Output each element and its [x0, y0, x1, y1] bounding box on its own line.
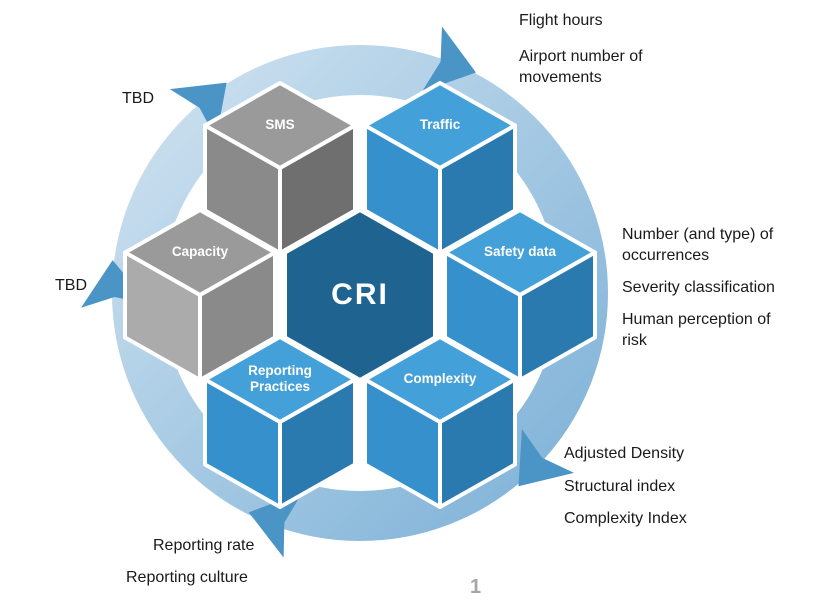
cube-capacity [123, 208, 277, 382]
ring-arrowhead-top [422, 26, 476, 92]
note-tbd-top: TBD [122, 90, 154, 107]
note-severity: Severity classification [622, 279, 775, 296]
cube-reporting-practices [203, 335, 357, 509]
note-human-perception: Human perception of risk [622, 311, 771, 350]
cube-capacity-right-face [198, 250, 277, 382]
page-number: 1 [470, 576, 482, 598]
note-adjusted-density: Adjusted Density [564, 445, 685, 462]
note-flight-hours: Flight hours [519, 12, 603, 29]
ring-arrowhead-bottom-left [248, 492, 303, 558]
cube-complexity [363, 335, 517, 509]
center-hexagon [283, 208, 437, 382]
center-hexagon-label: CRI [331, 278, 389, 311]
ring-arrowhead-bottom-right [518, 429, 575, 487]
note-complexity-index: Complexity Index [564, 510, 687, 527]
cube-safety-data-right-face [518, 250, 597, 382]
cube-reporting-practices-right-face [278, 377, 357, 509]
note-reporting-rate: Reporting rate [153, 537, 255, 554]
note-structural-index: Structural index [564, 478, 676, 495]
note-tbd-left: TBD [55, 277, 87, 294]
cube-sms-right-face [278, 123, 357, 255]
cube-traffic [363, 81, 517, 255]
note-occurrences: Number (and type) of occurrences [622, 226, 774, 265]
cube-traffic-right-face [438, 123, 517, 255]
note-reporting-culture: Reporting culture [126, 569, 248, 586]
cube-sms [203, 81, 357, 255]
cube-complexity-right-face [438, 377, 517, 509]
cube-safety-data [443, 208, 597, 382]
note-airport-movements: Airport number of movements [519, 48, 643, 87]
